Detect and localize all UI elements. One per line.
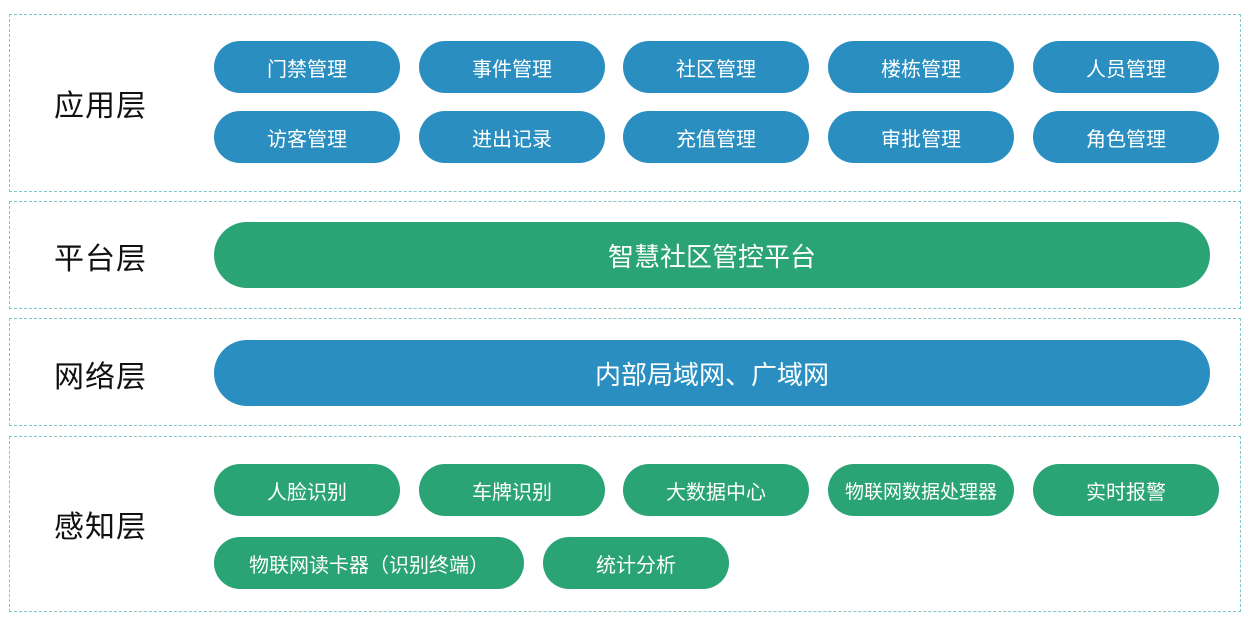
app-item-community-management: 社区管理 — [623, 41, 809, 93]
perception-item-statistics: 统计分析 — [543, 537, 729, 589]
perception-item-realtime-alarm: 实时报警 — [1033, 464, 1219, 516]
perception-item-iot-card-reader: 物联网读卡器（识别终端） — [214, 537, 524, 589]
platform-layer — [9, 201, 1241, 309]
perception-layer-label: 感知层 — [54, 510, 147, 545]
app-item-visitor-management: 访客管理 — [214, 111, 400, 163]
app-item-building-management: 楼栋管理 — [828, 41, 1014, 93]
network-layer — [9, 318, 1241, 426]
network-item-lan-wan: 内部局域网、广域网 — [214, 340, 1210, 406]
app-item-entry-exit-records: 进出记录 — [419, 111, 605, 163]
app-item-approval-management: 审批管理 — [828, 111, 1014, 163]
app-item-event-management: 事件管理 — [419, 41, 605, 93]
app-item-recharge-management: 充值管理 — [623, 111, 809, 163]
perception-item-iot-data-processor: 物联网数据处理器 — [828, 464, 1014, 516]
platform-layer-label: 平台层 — [54, 242, 147, 277]
network-layer-label: 网络层 — [54, 360, 147, 395]
perception-item-plate-recognition: 车牌识别 — [419, 464, 605, 516]
perception-item-face-recognition: 人脸识别 — [214, 464, 400, 516]
perception-item-big-data-center: 大数据中心 — [623, 464, 809, 516]
application-layer-label: 应用层 — [54, 89, 147, 124]
platform-item-smart-community: 智慧社区管控平台 — [214, 222, 1210, 288]
app-item-access-control: 门禁管理 — [214, 41, 400, 93]
perception-layer — [9, 436, 1241, 612]
app-item-personnel-management: 人员管理 — [1033, 41, 1219, 93]
application-layer — [9, 14, 1241, 192]
app-item-role-management: 角色管理 — [1033, 111, 1219, 163]
